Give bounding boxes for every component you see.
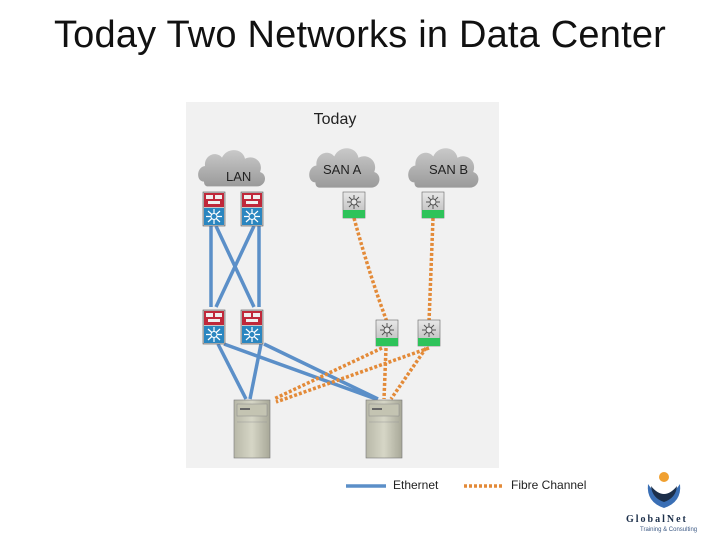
- diagram-title: Today: [314, 111, 357, 128]
- server: [365, 399, 403, 459]
- ethernet-link: [248, 343, 263, 400]
- san-b-edge-switch: [417, 319, 441, 347]
- lan-core-switch: [202, 191, 226, 227]
- diagram-canvas: Today LAN SAN A SAN B: [198, 111, 479, 459]
- fibre-link: [389, 347, 428, 400]
- fibre-legend-label: Fibre Channel: [511, 478, 587, 492]
- san-a-core-switch: [342, 191, 366, 219]
- network-diagram: Today LAN SAN A SAN B: [186, 102, 499, 468]
- ethernet-link: [214, 225, 256, 308]
- ethernet-links: [209, 225, 379, 401]
- san-a-edge-switch: [375, 319, 399, 347]
- logo-head-icon: [659, 472, 669, 482]
- logo-name: GlobalNet: [626, 514, 688, 525]
- san-b-cloud-label: SAN B: [429, 162, 468, 177]
- slide-title: Today Two Networks in Data Center: [53, 14, 667, 56]
- server: [233, 399, 271, 459]
- fibre-link: [275, 346, 430, 404]
- fibre-link: [382, 347, 388, 400]
- lan-access-switch: [240, 309, 264, 345]
- san-b-core-switch: [421, 191, 445, 219]
- lan-core-switch: [240, 191, 264, 227]
- lan-cloud-label: LAN: [226, 169, 251, 184]
- san-a-cloud-label: SAN A: [323, 162, 362, 177]
- ethernet-link: [216, 343, 248, 400]
- ethernet-link: [223, 342, 377, 401]
- ethernet-legend-label: Ethernet: [393, 478, 439, 492]
- fibre-links: [273, 217, 435, 404]
- fibre-link: [352, 217, 389, 323]
- ethernet-link: [263, 342, 379, 401]
- logo-tagline: Training & Consulting: [640, 527, 698, 533]
- globalnet-logo: [647, 472, 681, 508]
- lan-access-switch: [202, 309, 226, 345]
- fibre-link: [427, 217, 435, 323]
- legend: [346, 484, 504, 488]
